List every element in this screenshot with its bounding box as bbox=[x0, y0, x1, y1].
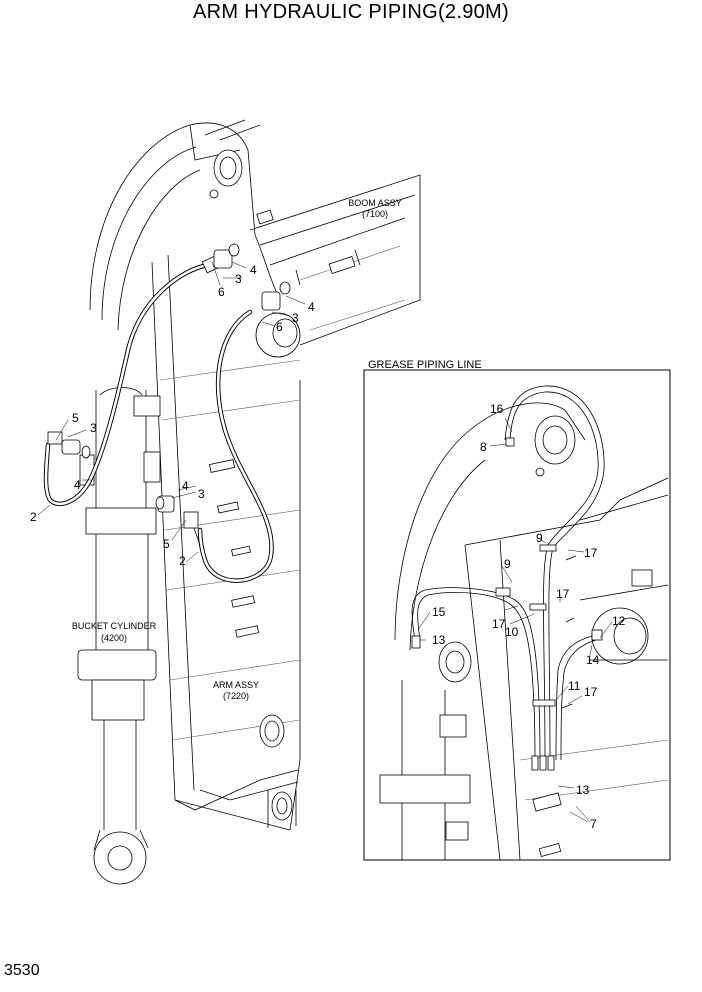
callout-6: 6 bbox=[276, 320, 283, 334]
bucket-cylinder-code: (4200) bbox=[101, 633, 127, 643]
page-number: 3530 bbox=[4, 962, 40, 979]
callout-5: 5 bbox=[72, 411, 79, 425]
callout-2: 2 bbox=[179, 554, 186, 568]
page-title: ARM HYDRAULIC PIPING(2.90M) bbox=[193, 1, 509, 23]
callout-8: 8 bbox=[480, 440, 487, 454]
callout-7: 7 bbox=[590, 817, 597, 831]
inset-title: GREASE PIPING LINE bbox=[368, 359, 482, 371]
boom-assy-code: (7100) bbox=[362, 209, 388, 219]
callout-3: 3 bbox=[292, 311, 299, 325]
callout-4: 4 bbox=[74, 478, 81, 492]
inset-drawing bbox=[379, 385, 669, 861]
callout-3: 3 bbox=[90, 421, 97, 435]
callout-14: 14 bbox=[586, 653, 600, 667]
bucket-cylinder bbox=[77, 387, 161, 885]
callout-3: 3 bbox=[198, 487, 205, 501]
callout-16: 16 bbox=[490, 402, 504, 416]
callout-6: 6 bbox=[218, 285, 225, 299]
callout-17: 17 bbox=[492, 617, 506, 631]
arm-assembly bbox=[89, 122, 301, 831]
callout-2: 2 bbox=[30, 510, 37, 524]
callout-12: 12 bbox=[612, 614, 626, 628]
callout-4: 4 bbox=[308, 300, 315, 314]
main-fittings bbox=[47, 243, 301, 546]
arm-assy-code: (7220) bbox=[223, 691, 249, 701]
callout-9: 9 bbox=[504, 557, 511, 571]
arm-assy-name: ARM ASSY bbox=[213, 680, 259, 690]
boom-assy-name: BOOM ASSY bbox=[348, 198, 402, 208]
callout-13: 13 bbox=[432, 633, 446, 647]
leader-lines bbox=[37, 261, 613, 823]
callout-17: 17 bbox=[556, 587, 570, 601]
callout-17: 17 bbox=[584, 685, 598, 699]
callout-9: 9 bbox=[536, 531, 543, 545]
callout-4: 4 bbox=[182, 479, 189, 493]
callout-17: 17 bbox=[584, 546, 598, 560]
callout-10: 10 bbox=[505, 625, 519, 639]
boom-assembly bbox=[204, 119, 421, 346]
inset-frame bbox=[363, 369, 671, 861]
callout-11: 11 bbox=[568, 679, 581, 693]
callout-3: 3 bbox=[235, 272, 242, 286]
callout-13: 13 bbox=[576, 783, 590, 797]
bucket-cylinder-name: BUCKET CYLINDER bbox=[72, 621, 157, 631]
hose-lines bbox=[43, 262, 274, 583]
callout-5: 5 bbox=[163, 537, 170, 551]
callout-4: 4 bbox=[250, 263, 257, 277]
callout-15: 15 bbox=[432, 605, 446, 619]
